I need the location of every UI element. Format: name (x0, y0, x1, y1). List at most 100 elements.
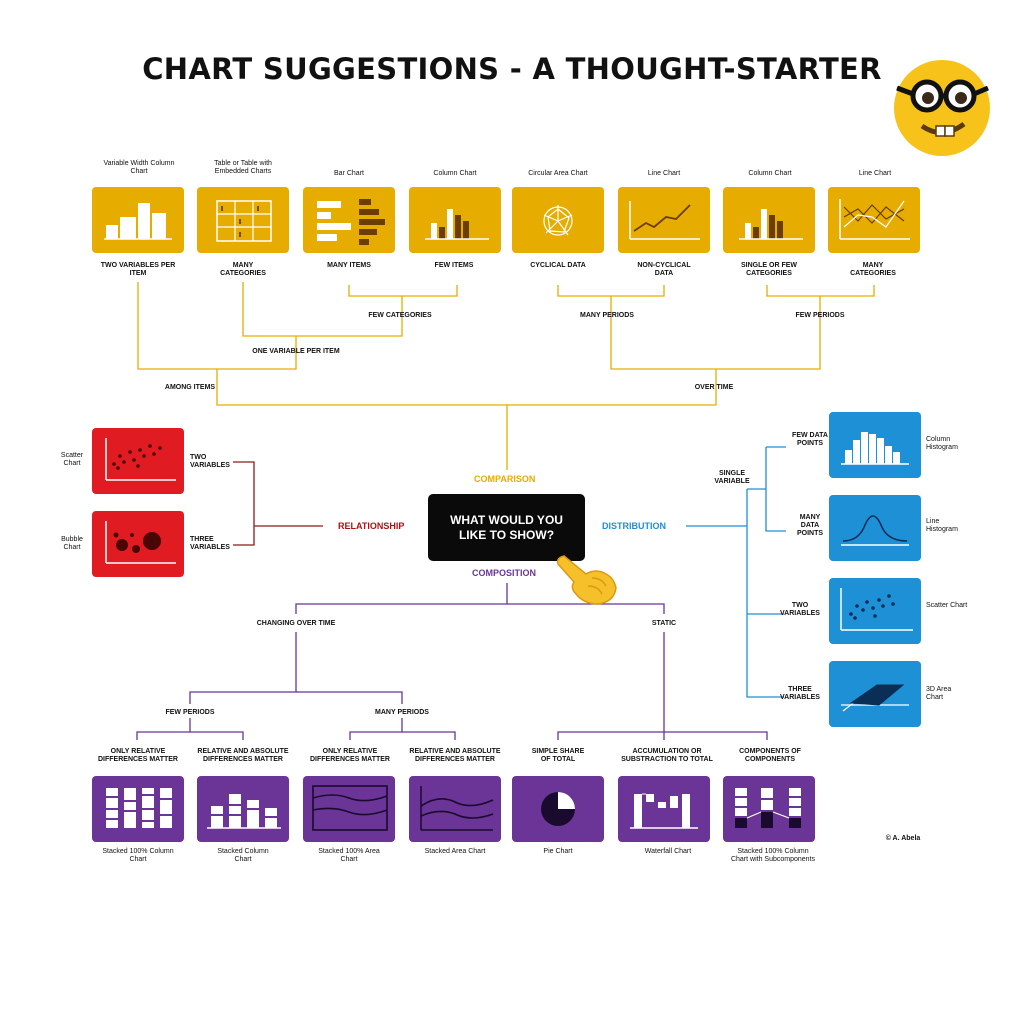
cond-three-variables-rel: THREE VARIABLES (190, 536, 230, 551)
cond-three-variables-dist: THREE VARIABLES (780, 686, 820, 701)
stacked-column-tile[interactable] (197, 776, 289, 842)
bubble-chart-icon (105, 521, 176, 564)
column-chart-tile[interactable] (409, 187, 501, 253)
line-chart-icon (629, 201, 700, 240)
cond-cyclical-data: CYCLICAL DATA (530, 262, 586, 269)
chart-label-variable-width: Variable Width Column Chart (103, 160, 175, 175)
scatter-chart-icon-blue (840, 588, 913, 631)
label-pie-chart: Pie Chart (543, 848, 573, 855)
label-static: STATIC (651, 620, 677, 627)
table-chart-tile[interactable] (197, 187, 289, 253)
stacked-area-tile[interactable] (409, 776, 501, 842)
label-stacked-100-column: Stacked 100% Column Chart (102, 848, 174, 863)
pointing-hand-emoji-icon (556, 555, 617, 605)
center-line-1: WHAT WOULD YOU (450, 512, 563, 527)
column-chart-icon-2 (739, 209, 803, 240)
line-histogram-tile[interactable] (829, 495, 921, 561)
cond-components-of-components: COMPONENTS OF COMPONENTS (739, 748, 801, 763)
stacked-100-column-icon (106, 788, 172, 828)
waterfall-chart-icon (630, 793, 698, 829)
label-stacked-area: Stacked Area Chart (424, 848, 486, 855)
label-few-periods: FEW PERIODS (795, 312, 845, 319)
label-line-histogram: Line Histogram (926, 518, 958, 533)
bar-chart-tile[interactable] (303, 187, 395, 253)
column-chart-icon (425, 209, 489, 240)
stacked-100-area-icon (312, 785, 388, 831)
center-line-2: LIKE TO SHOW? (458, 527, 555, 542)
stacked-column-icon (207, 794, 281, 829)
cond-many-data-points: MANY DATA POINTS (796, 514, 824, 537)
label-bubble-chart: Bubble Chart (61, 536, 83, 551)
line-chart-tile-2[interactable] (828, 187, 920, 253)
cond-two-variables-rel: TWO VARIABLES (190, 454, 230, 469)
chart-label-bar: Bar Chart (334, 170, 364, 177)
multi-line-chart-icon (839, 199, 910, 240)
column-chart-tile-2[interactable] (723, 187, 815, 253)
cond-many-categories-2: MANY CATEGORIES (850, 262, 896, 277)
pie-chart-tile[interactable] (512, 776, 604, 842)
stacked-100-area-tile[interactable] (303, 776, 395, 842)
stacked-100-column-subcomponents-icon (735, 788, 801, 828)
cond-simple-share: SIMPLE SHARE OF TOTAL (531, 748, 585, 763)
chart-label-table: Table or Table with Embedded Charts (214, 160, 272, 175)
table-icon (216, 200, 272, 242)
label-stacked-100-area: Stacked 100% Area Chart (318, 848, 380, 863)
circular-area-icon (543, 205, 573, 236)
label-among-items: AMONG ITEMS (164, 384, 216, 391)
stacked-area-icon (420, 786, 494, 831)
stacked-100-column-tile[interactable] (92, 776, 184, 842)
stacked-100-column-subcomponents-tile[interactable] (723, 776, 815, 842)
category-comparison: COMPARISON (474, 474, 536, 484)
label-few-periods-comp: FEW PERIODS (165, 709, 215, 716)
chart-label-column-2: Column Chart (748, 170, 792, 177)
chart-label-line-2: Line Chart (858, 170, 892, 177)
cond-many-items: MANY ITEMS (327, 262, 371, 269)
cond-two-variables-dist: TWO VARIABLES (780, 602, 820, 617)
label-stacked-column: Stacked Column Chart (217, 848, 269, 863)
label-waterfall-chart: Waterfall Chart (644, 848, 692, 855)
cond-only-relative-1: ONLY RELATIVE DIFFERENCES MATTER (98, 748, 178, 763)
waterfall-chart-tile[interactable] (618, 776, 710, 842)
label-many-periods-comp: MANY PERIODS (375, 709, 429, 716)
column-histogram-tile[interactable] (829, 412, 921, 478)
cond-only-relative-2: ONLY RELATIVE DIFFERENCES MATTER (310, 748, 390, 763)
bubble-chart-tile[interactable] (92, 511, 184, 577)
category-relationship: RELATIONSHIP (338, 521, 405, 531)
3d-area-chart-tile[interactable] (829, 661, 921, 727)
label-single-variable: SINGLE VARIABLE (714, 470, 750, 485)
label-scatter-chart-dist: Scatter Chart (926, 602, 968, 609)
credit: © A. Abela (885, 835, 921, 842)
label-few-categories: FEW CATEGORIES (368, 312, 432, 319)
label-3d-area-chart: 3D Area Chart (926, 686, 952, 701)
variable-width-column-icon (104, 203, 172, 240)
category-distribution: DISTRIBUTION (602, 521, 666, 531)
cond-single-or-few-categories: SINGLE OR FEW CATEGORIES (741, 262, 797, 277)
scatter-chart-tile-red[interactable] (92, 428, 184, 494)
chart-label-line: Line Chart (647, 170, 681, 177)
pie-chart-icon (541, 792, 575, 826)
chart-label-circular-area: Circular Area Chart (528, 170, 588, 177)
nerd-face-emoji-icon (894, 60, 990, 156)
cond-two-variables-per-item: TWO VARIABLES PER ITEM (100, 262, 176, 277)
column-histogram-icon (841, 432, 909, 465)
page-title: CHART SUGGESTIONS - A THOUGHT-STARTER (142, 52, 882, 86)
category-composition: COMPOSITION (472, 568, 537, 578)
scatter-chart-tile-blue[interactable] (829, 578, 921, 644)
label-scatter-chart: Scatter Chart (60, 452, 84, 467)
variable-width-column-chart-tile[interactable] (92, 187, 184, 253)
label-many-periods: MANY PERIODS (580, 312, 634, 319)
cond-relative-absolute-1: RELATIVE AND ABSOLUTE DIFFERENCES MATTER (197, 748, 289, 763)
cond-accumulation: ACCUMULATION OR SUBSTRACTION TO TOTAL (621, 748, 713, 763)
label-changing-over-time: CHANGING OVER TIME (256, 620, 336, 627)
3d-area-chart-icon (841, 684, 909, 712)
circular-area-chart-tile[interactable] (512, 187, 604, 253)
label-column-histogram: Column Histogram (926, 436, 958, 451)
cond-few-data-points: FEW DATA POINTS (792, 432, 828, 447)
line-chart-tile[interactable] (618, 187, 710, 253)
cond-many-categories: MANY CATEGORIES (220, 262, 266, 277)
chart-label-column: Column Chart (433, 170, 477, 177)
label-over-time: OVER TIME (694, 384, 734, 391)
line-histogram-icon (841, 515, 909, 546)
